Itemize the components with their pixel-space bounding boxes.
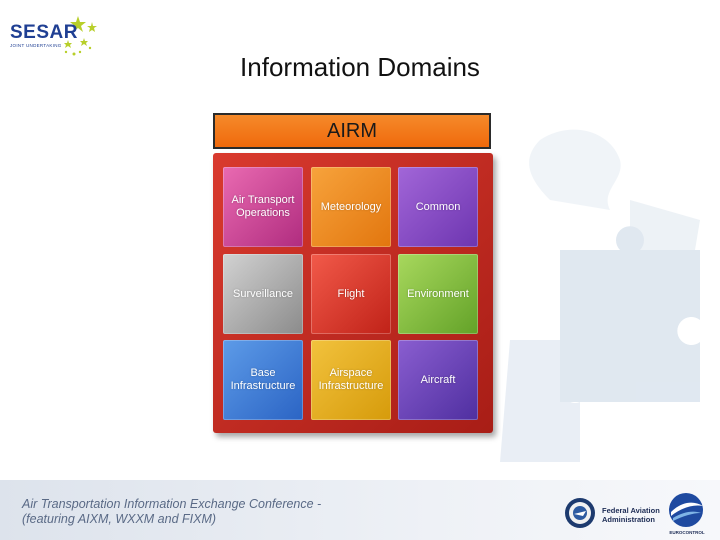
domain-base-infrastructure: Base Infrastructure — [223, 340, 303, 420]
domain-grid-frame: Air Transport Operations Meteorology Com… — [213, 153, 493, 433]
faa-seal-icon — [565, 498, 595, 528]
domain-air-transport-operations: Air Transport Operations — [223, 167, 303, 247]
eurocontrol-label: EUROCONTROL — [669, 530, 705, 535]
logo-name: SESAR — [10, 22, 78, 43]
domain-airspace-infrastructure: Airspace Infrastructure — [311, 340, 391, 420]
domain-common: Common — [398, 167, 478, 247]
domain-aircraft: Aircraft — [398, 340, 478, 420]
domain-surveillance: Surveillance — [223, 254, 303, 334]
airm-header-box: AIRM — [213, 113, 491, 149]
faa-name-line1: Federal Aviation — [602, 506, 660, 515]
star-logo-icon — [64, 16, 97, 56]
domain-environment: Environment — [398, 254, 478, 334]
footer-band — [0, 480, 720, 540]
eurocontrol-logo-icon — [669, 493, 703, 527]
page-title: Information Domains — [240, 52, 480, 82]
domain-flight: Flight — [311, 254, 391, 334]
domain-meteorology: Meteorology — [311, 167, 391, 247]
footer-conference-subtitle: (featuring AIXM, WXXM and FIXM) — [22, 512, 217, 526]
footer-conference-title: Air Transportation Information Exchange … — [22, 497, 322, 511]
logo-subtitle: JOINT UNDERTAKING — [10, 43, 62, 48]
faa-name-line2: Administration — [602, 515, 655, 524]
